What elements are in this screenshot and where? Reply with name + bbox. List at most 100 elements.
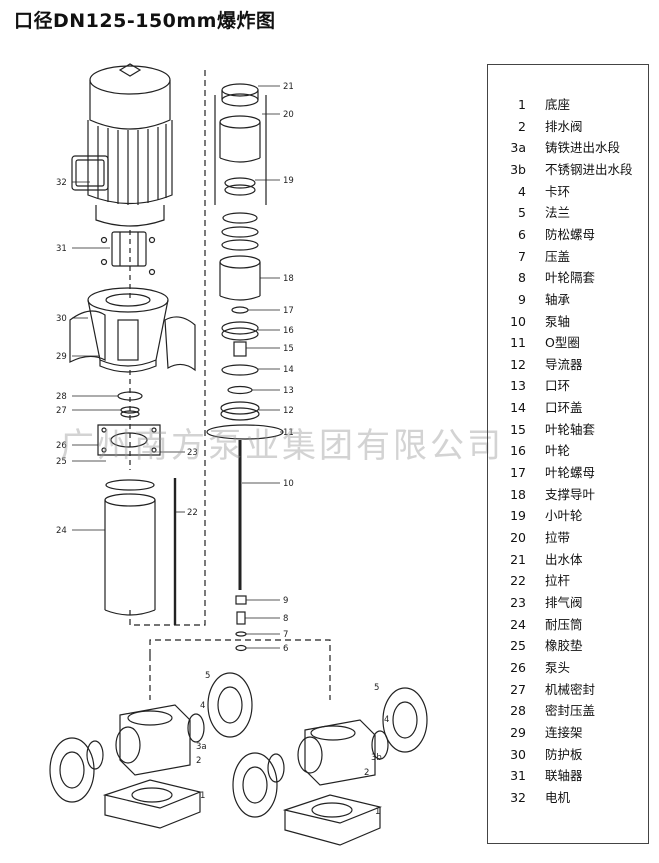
callout-28: 28 xyxy=(56,392,67,402)
callout-3b: 3b xyxy=(371,753,382,763)
legend-number: 12 xyxy=(510,356,526,372)
legend-part-name: 联轴器 xyxy=(545,768,583,784)
legend-number: 15 xyxy=(510,421,526,437)
legend-part-name: 叶轮隔套 xyxy=(545,270,596,286)
legend-row: 5 法兰 xyxy=(488,203,648,223)
legend-number: 16 xyxy=(510,443,526,459)
legend-number: 4 xyxy=(518,183,526,199)
outlet-body-part xyxy=(221,83,259,107)
callout-12: 12 xyxy=(283,406,294,416)
legend-number: 5 xyxy=(518,205,526,221)
legend-part-name: 出水体 xyxy=(545,551,583,567)
callout-20: 20 xyxy=(283,110,294,120)
callout-13: 13 xyxy=(283,386,294,396)
legend-row: 12 导流器 xyxy=(488,355,648,375)
callout-10: 10 xyxy=(283,479,294,489)
callout-31: 31 xyxy=(56,244,67,254)
legend-number: 17 xyxy=(510,465,526,481)
legend-number: 28 xyxy=(510,703,526,719)
diffuser-part xyxy=(220,401,260,415)
legend-part-name: 连接架 xyxy=(545,724,583,740)
guard-plate-right xyxy=(164,316,196,372)
impeller-part xyxy=(221,321,259,335)
legend-row: 23 排气阀 xyxy=(488,593,648,613)
legend-part-name: 压盖 xyxy=(545,248,571,264)
legend-number: 29 xyxy=(510,724,526,740)
callout-1a: 1 xyxy=(200,791,205,801)
legend-row: 19 小叶轮 xyxy=(488,506,648,526)
callout-17: 17 xyxy=(283,306,294,316)
legend-part-name: 排水阀 xyxy=(545,118,583,134)
legend-number: 9 xyxy=(518,291,526,307)
legend-number: 26 xyxy=(510,659,526,675)
callout-30: 30 xyxy=(56,314,67,324)
pressure-cylinder-part xyxy=(104,493,156,616)
legend-number: 1 xyxy=(518,97,526,112)
legend-part-name: 机械密封 xyxy=(545,681,596,697)
ring-cover-part xyxy=(221,364,259,376)
legend-part-name: 叶轮螺母 xyxy=(545,465,596,481)
legend-number: 30 xyxy=(510,746,526,762)
callout-18: 18 xyxy=(283,274,294,284)
legend-number: 3b xyxy=(510,161,526,177)
watermark: 广州南方泵业集团有限公司 xyxy=(60,426,504,466)
callout-27: 27 xyxy=(56,406,67,416)
legend-number: 23 xyxy=(510,594,526,610)
legend-number: 31 xyxy=(510,768,526,784)
callout-8: 8 xyxy=(283,614,288,624)
exploded-diagram: 21 20 19 18 17 16 15 14 13 12 11 10 9 8 … xyxy=(49,63,428,846)
legend-part-name: 小叶轮 xyxy=(545,508,583,524)
legend-number: 19 xyxy=(510,508,526,524)
callout-19: 19 xyxy=(283,176,294,186)
legend-part-name: 叶轮轴套 xyxy=(545,421,596,437)
legend-part-name: 排气阀 xyxy=(545,594,583,610)
callout-7: 7 xyxy=(283,630,288,640)
legend-number: 13 xyxy=(510,378,526,394)
callout-23: 23 xyxy=(187,448,198,458)
callout-29: 29 xyxy=(56,352,67,362)
legend-row: 17 叶轮螺母 xyxy=(488,463,648,483)
callout-24: 24 xyxy=(56,526,67,536)
legend-part-name: 电机 xyxy=(545,789,571,805)
rubber-gasket-part xyxy=(105,479,155,491)
legend-part-name: 密封压盖 xyxy=(545,703,596,719)
legend-row: 29 连接架 xyxy=(488,723,648,743)
legend-row: 28 密封压盖 xyxy=(488,701,648,721)
page-title: 口径DN125-150mm爆炸图 xyxy=(14,10,276,32)
callout-21: 21 xyxy=(283,82,294,92)
legend-part-name: 法兰 xyxy=(545,205,571,221)
legend-row: 7 压盖 xyxy=(488,247,648,267)
callout-14: 14 xyxy=(283,365,294,375)
legend-part-name: 支撑导叶 xyxy=(545,486,596,502)
callout-9: 9 xyxy=(283,596,288,606)
callout-26: 26 xyxy=(56,441,67,451)
callout-5b: 5 xyxy=(374,683,379,693)
legend-part-name: 拉杆 xyxy=(545,573,571,589)
legend-part-name: 防松螺母 xyxy=(545,226,596,242)
coupling-part xyxy=(100,231,156,276)
legend-part-name: 导流器 xyxy=(545,356,583,372)
legend-row: 32 电机 xyxy=(488,788,648,808)
legend-number: 7 xyxy=(518,248,526,264)
legend-part-name: 铸铁进出水段 xyxy=(545,140,621,156)
legend-part-name: 橡胶垫 xyxy=(545,638,583,654)
legend-number: 32 xyxy=(510,789,526,805)
legend-part-name: O型圈 xyxy=(545,335,580,351)
impeller-spacer-part xyxy=(236,611,246,625)
callout-32: 32 xyxy=(56,178,67,188)
